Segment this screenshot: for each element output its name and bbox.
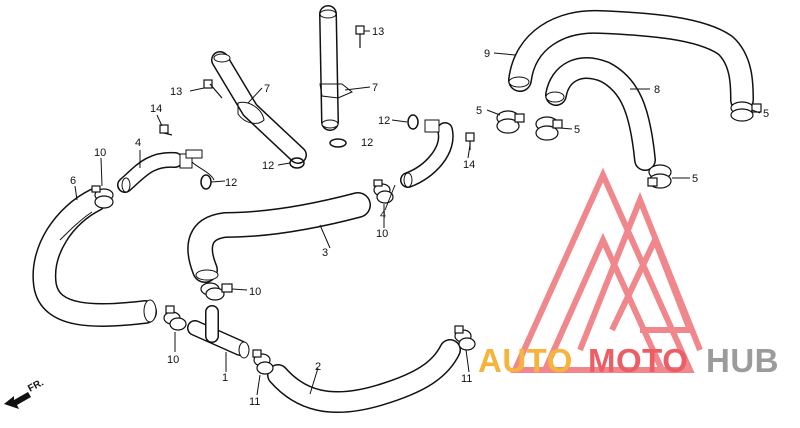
logo-word-auto: AUTO: [478, 342, 573, 379]
pipe-7-center: [319, 5, 353, 131]
callout-14-a: 14: [150, 103, 162, 115]
hose-4-right: [400, 119, 454, 188]
callout-7-b: 7: [372, 82, 378, 94]
callout-12-a: 12: [262, 160, 274, 172]
watermark-logo: AUTO MOTO HUB: [478, 167, 779, 379]
clamp-5-d: [730, 101, 762, 122]
hose-6: [32, 188, 157, 327]
clamp-11-b: [454, 325, 476, 351]
bolt-13-a: [203, 79, 223, 99]
callout-11-a: 11: [249, 396, 260, 408]
callout-12-d: 12: [378, 115, 390, 127]
hose-4-left: [117, 149, 215, 193]
logo-triangle-mark: [510, 167, 703, 373]
callout-2: 2: [315, 361, 321, 373]
clamp-10-d: [163, 305, 187, 331]
callout-13-a: 13: [170, 86, 182, 98]
front-arrow-icon: [4, 392, 31, 409]
callout-7-a: 7: [264, 83, 270, 95]
bolt-13-b: [355, 25, 365, 48]
clamp-11-a: [252, 349, 274, 375]
hose-9: [508, 9, 754, 112]
logo-word-hub: HUB: [706, 342, 779, 379]
clamp-10-c: [200, 282, 233, 301]
clamps: [91, 101, 762, 375]
callout-10-d: 10: [167, 354, 179, 366]
callout-5-d: 5: [763, 108, 769, 120]
callout-labels: 13 13 7 7 14 14 4 4 12 12 12 12 10 10 10…: [70, 26, 769, 408]
o-ring-12-c: [200, 174, 212, 190]
callout-1: 1: [222, 372, 228, 384]
callout-13-b: 13: [372, 26, 384, 38]
callout-9: 9: [484, 48, 490, 60]
callout-5-c: 5: [692, 173, 698, 185]
callout-12-c: 12: [225, 177, 237, 189]
logo-word-moto: MOTO: [588, 342, 688, 379]
callout-4-b: 4: [380, 209, 386, 221]
o-ring-12-d: [407, 114, 419, 130]
callout-5-b: 5: [574, 124, 580, 136]
callout-5-a: 5: [476, 105, 482, 117]
clamp-10-b: [373, 179, 394, 204]
callout-14-b: 14: [463, 159, 475, 171]
callout-10-c: 10: [249, 286, 261, 298]
hose-3: [187, 192, 371, 283]
callout-12-b: 12: [361, 137, 373, 149]
leader-lines: [74, 30, 761, 396]
callout-10-a: 10: [94, 147, 106, 159]
hose-2: [267, 339, 461, 413]
bolt-14-a: [159, 124, 173, 136]
hose-8: [545, 57, 656, 171]
clamp-5-b: [535, 116, 563, 141]
bolts: [159, 25, 475, 150]
callout-10-b: 10: [376, 228, 388, 240]
callout-8: 8: [654, 84, 660, 96]
front-label: FR.: [26, 377, 46, 394]
pipe-7-left: [211, 51, 307, 164]
clamp-5-c: [647, 164, 672, 189]
callout-4-a: 4: [135, 137, 141, 149]
o-ring-12-b: [329, 138, 347, 148]
callout-3: 3: [322, 247, 328, 259]
front-direction-indicator: FR.: [4, 377, 46, 409]
callout-11-b: 11: [461, 373, 472, 385]
clamp-5-a: [496, 110, 525, 134]
callout-6: 6: [70, 175, 76, 187]
clamp-10-a: [91, 185, 114, 209]
pipe-1: [187, 305, 250, 359]
